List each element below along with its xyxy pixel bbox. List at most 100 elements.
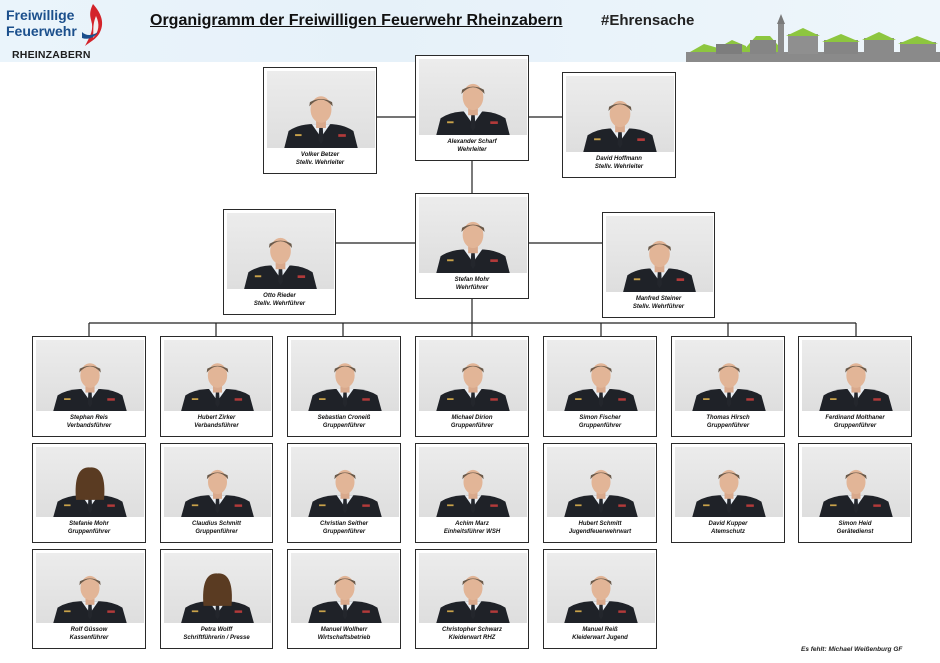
member-role: Kleiderwart Jugend bbox=[572, 635, 628, 641]
member-name: Rolf Güssow bbox=[70, 627, 108, 633]
member-role: Gerätedienst bbox=[836, 529, 874, 535]
member-name: Alexander Scharf bbox=[447, 139, 497, 145]
member-role: Stellv. Wehrleiter bbox=[295, 160, 345, 166]
member-role: Verbandsführer bbox=[66, 423, 112, 429]
member-photo bbox=[419, 553, 527, 623]
member-role: Atemschutz bbox=[710, 529, 745, 535]
fire-department-logo: Freiwillige Feuerwehr RHEINZABERN bbox=[4, 2, 122, 61]
village-skyline-icon bbox=[686, 14, 940, 62]
member-photo bbox=[547, 447, 655, 517]
header-banner: Freiwillige Feuerwehr RHEINZABERN Organi… bbox=[0, 0, 940, 62]
member-role: Verbandsführer bbox=[194, 423, 239, 429]
member-photo bbox=[164, 447, 271, 517]
member-role: Jugendfeuerwehrwart bbox=[568, 529, 632, 535]
member-name: Thomas Hirsch bbox=[706, 415, 750, 421]
page-title: Organigramm der Freiwilligen Feuerwehr R… bbox=[150, 12, 563, 29]
member-name: Simon Fischer bbox=[579, 415, 621, 421]
hashtag: #Ehrensache bbox=[601, 12, 695, 29]
member-photo bbox=[675, 447, 783, 517]
member-name: Hubert Schmitt bbox=[578, 521, 622, 527]
member-name: Volker Betzer bbox=[300, 152, 340, 158]
member-role: Stellv. Wehrführer bbox=[253, 301, 306, 307]
member-name: Manuel Wollherr bbox=[320, 627, 368, 633]
member-photo bbox=[267, 71, 375, 148]
member-role: Schriftführerin / Presse bbox=[183, 635, 250, 641]
member-photo bbox=[419, 59, 527, 135]
member-name: Achim Marz bbox=[455, 521, 489, 527]
member-name: Michael Dirion bbox=[451, 415, 493, 421]
logo-line-1: Freiwillige bbox=[6, 7, 75, 23]
member-name: Simon Heid bbox=[838, 521, 872, 527]
member-role: Gruppenführer bbox=[67, 529, 111, 535]
member-role: Gruppenführer bbox=[322, 423, 366, 429]
member-photo bbox=[291, 553, 399, 623]
member-role: Gruppenführer bbox=[578, 423, 622, 429]
member-name: Hubert Zirker bbox=[197, 415, 236, 421]
member-photo bbox=[547, 340, 655, 411]
member-role: Wirtschaftsbetrieb bbox=[317, 635, 371, 641]
member-photo bbox=[419, 447, 527, 517]
member-photo bbox=[547, 553, 655, 623]
logo-line-3: RHEINZABERN bbox=[12, 49, 91, 61]
member-name: Petra Wolff bbox=[200, 627, 233, 633]
member-photo bbox=[227, 213, 334, 289]
member-photo bbox=[802, 447, 910, 517]
member-role: Einheitsführer WSH bbox=[443, 529, 501, 535]
member-name: Manuel Reiß bbox=[582, 627, 618, 633]
member-name: David Kupper bbox=[708, 521, 748, 527]
member-name: Sebastian Croneiß bbox=[317, 415, 371, 421]
member-photo bbox=[606, 216, 713, 292]
member-role: Stellv. Wehrleiter bbox=[594, 164, 644, 170]
member-photo bbox=[164, 553, 271, 623]
member-name: Stephan Reis bbox=[69, 415, 108, 421]
member-photo bbox=[419, 197, 527, 273]
member-photo bbox=[675, 340, 783, 411]
member-role: Gruppenführer bbox=[195, 529, 238, 535]
member-name: Stefan Mohr bbox=[454, 277, 490, 283]
member-role: Gruppenführer bbox=[706, 423, 750, 429]
member-name: Ferdinand Molthaner bbox=[825, 415, 885, 421]
member-role: Gruppenführer bbox=[450, 423, 494, 429]
member-role: Wehrleiter bbox=[457, 147, 487, 153]
member-photo bbox=[36, 340, 144, 411]
member-photo bbox=[802, 340, 910, 411]
member-role: Stellv. Wehrführer bbox=[632, 304, 685, 310]
member-role: Wehrführer bbox=[455, 285, 489, 291]
member-photo bbox=[566, 76, 674, 152]
member-name: Christopher Schwarz bbox=[441, 627, 502, 633]
member-name: Manfred Steiner bbox=[635, 296, 682, 302]
member-name: David Hoffmann bbox=[596, 156, 642, 162]
member-role: Kassenführer bbox=[69, 635, 109, 641]
member-name: Stefanie Mohr bbox=[69, 521, 109, 527]
member-name: Claudius Schmitt bbox=[191, 521, 241, 527]
member-photo bbox=[36, 447, 144, 517]
member-photo bbox=[419, 340, 527, 411]
member-role: Gruppenführer bbox=[322, 529, 366, 535]
member-role: Gruppenführer bbox=[833, 423, 877, 429]
flame-icon bbox=[82, 4, 103, 46]
